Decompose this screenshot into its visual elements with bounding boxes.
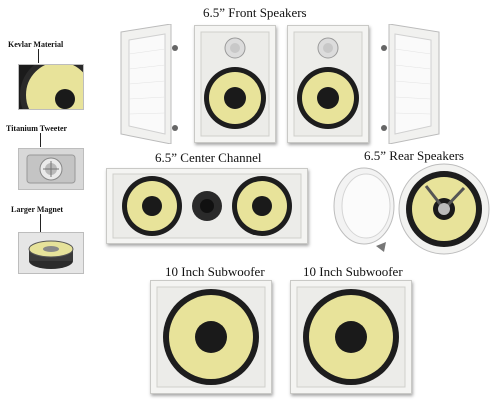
kevlar-material-caption: Kevlar Material	[8, 40, 64, 49]
subwoofer-left	[150, 280, 272, 394]
subwoofer-right	[290, 280, 412, 394]
tweeter-pointer-line	[40, 133, 41, 147]
subwoofer-left-title: 10 Inch Subwoofer	[165, 264, 265, 279]
center-channel-title: 6.5” Center Channel	[155, 150, 262, 165]
larger-magnet-photo	[18, 232, 84, 274]
kevlar-pointer-line	[38, 49, 39, 63]
front-speaker-right	[287, 25, 369, 143]
kevlar-material-photo	[18, 64, 84, 110]
subwoofer-right-title: 10 Inch Subwoofer	[303, 264, 403, 279]
magnet-pointer-line	[40, 214, 41, 232]
rear-speakers-title: 6.5” Rear Speakers	[364, 148, 464, 163]
front-speaker-angled-right	[375, 24, 445, 144]
rear-speaker-grille	[328, 162, 418, 254]
larger-magnet-caption: Larger Magnet	[11, 205, 64, 214]
center-channel-speaker	[106, 168, 308, 244]
front-speakers-title: 6.5” Front Speakers	[203, 5, 307, 20]
titanium-tweeter-photo	[18, 148, 84, 190]
rear-speaker	[396, 162, 492, 256]
front-speaker-angled-left	[115, 24, 185, 144]
titanium-tweeter-caption: Titanium Tweeter	[6, 124, 68, 133]
front-speaker-left	[194, 25, 276, 143]
